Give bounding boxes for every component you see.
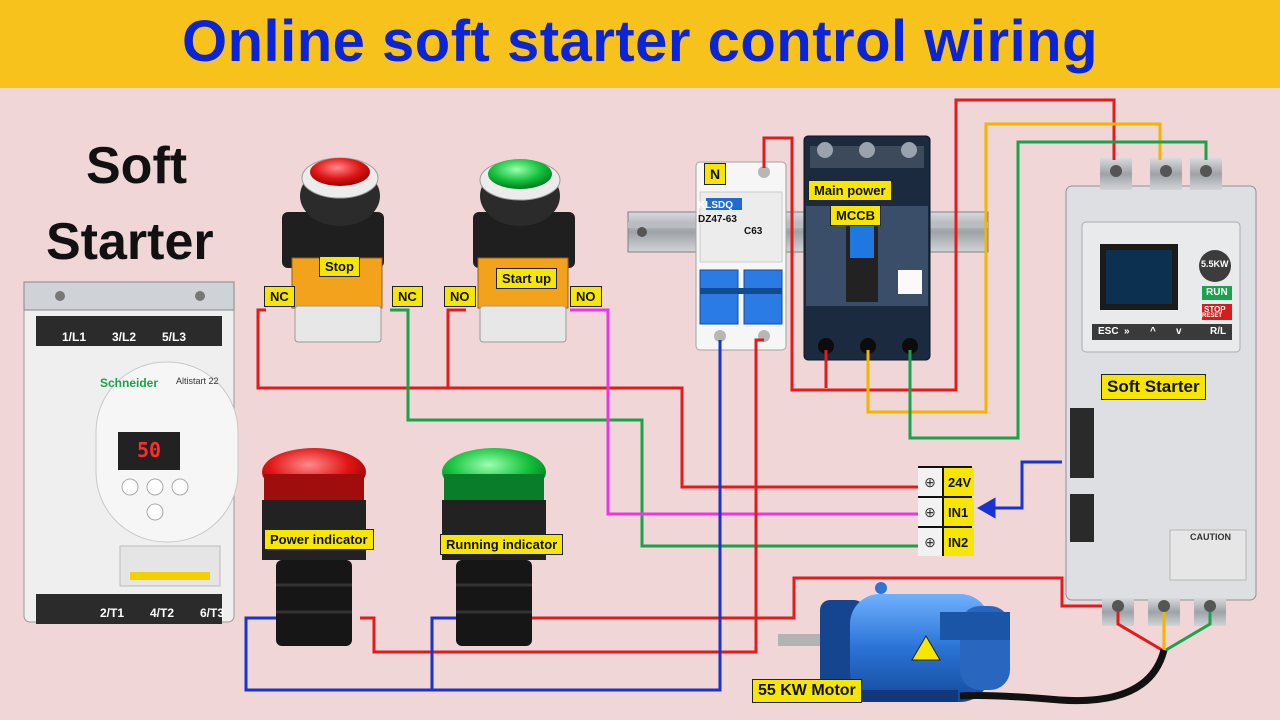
terminal-in2: IN2 xyxy=(948,535,969,550)
vfd-reset-key: RESET xyxy=(1202,313,1223,319)
start-contact-left: NO xyxy=(444,286,476,307)
stop-pushbutton xyxy=(282,157,384,343)
wiring xyxy=(244,98,1212,705)
mccb-breaker xyxy=(803,135,931,361)
schneider-soft-starter xyxy=(23,281,239,624)
svg-text:⊕: ⊕ xyxy=(924,534,936,550)
vfd-stop-key: STOP xyxy=(1204,305,1226,314)
soft-label-line1: Soft xyxy=(86,137,188,195)
motor xyxy=(778,582,1010,702)
start-contact-right: NO xyxy=(570,286,602,307)
svg-text:⊕: ⊕ xyxy=(924,504,936,520)
schneider-terminal-6t3: 6/T3 xyxy=(200,606,225,620)
schneider-model: Altistart 22 xyxy=(176,376,219,386)
terminal-in1: IN1 xyxy=(948,505,969,520)
vfd-key-shift: » xyxy=(1124,326,1130,337)
stop-contact-left: NC xyxy=(264,286,295,307)
vfd-key-up: ^ xyxy=(1150,326,1156,337)
schneider-display: 50 xyxy=(137,438,162,462)
stop-contact-right: NC xyxy=(392,286,423,307)
mcb-model: DZ47-63 xyxy=(698,214,737,225)
power-indicator-label: Power indicator xyxy=(264,529,374,550)
schneider-terminal-5l3: 5/L3 xyxy=(162,330,187,344)
vfd-key-esc: ESC xyxy=(1098,326,1119,337)
schneider-brand: Schneider xyxy=(100,376,159,390)
svg-text:⊕: ⊕ xyxy=(924,474,936,490)
vfd-rating: 5.5KW xyxy=(1201,259,1229,269)
mccb-label: MCCB xyxy=(830,205,881,226)
mccb-main-power-label: Main power xyxy=(808,180,892,201)
mcb-breaker xyxy=(695,161,787,351)
schneider-terminal-1l1: 1/L1 xyxy=(62,330,87,344)
vfd-label: Soft Starter xyxy=(1101,374,1206,400)
terminal-block: ⊕ ⊕ ⊕ xyxy=(918,466,974,556)
start-label: Start up xyxy=(496,268,558,289)
vfd-run-key: RUN xyxy=(1206,287,1228,298)
title-bar xyxy=(0,0,1280,88)
vfd-key-down: v xyxy=(1176,326,1182,337)
starter-label-line2: Starter xyxy=(46,213,214,271)
mcb-brand: KLSDQ xyxy=(698,200,733,211)
stop-label: Stop xyxy=(319,256,360,277)
mcb-rating: C63 xyxy=(744,226,763,237)
motor-label: 55 KW Motor xyxy=(752,679,862,703)
running-indicator-label: Running indicator xyxy=(440,534,564,555)
start-pushbutton xyxy=(473,159,575,343)
vfd-key-rl: R/L xyxy=(1210,326,1227,337)
terminal-24v: 24V xyxy=(948,475,972,490)
mcb-n-label: N xyxy=(704,163,727,185)
schneider-terminal-2t1: 2/T1 xyxy=(100,606,125,620)
vfd-caution: CAUTION xyxy=(1190,532,1231,542)
schneider-terminal-4t2: 4/T2 xyxy=(150,606,175,620)
schneider-terminal-3l2: 3/L2 xyxy=(112,330,137,344)
page-title: Online soft starter control wiring xyxy=(181,9,1099,74)
